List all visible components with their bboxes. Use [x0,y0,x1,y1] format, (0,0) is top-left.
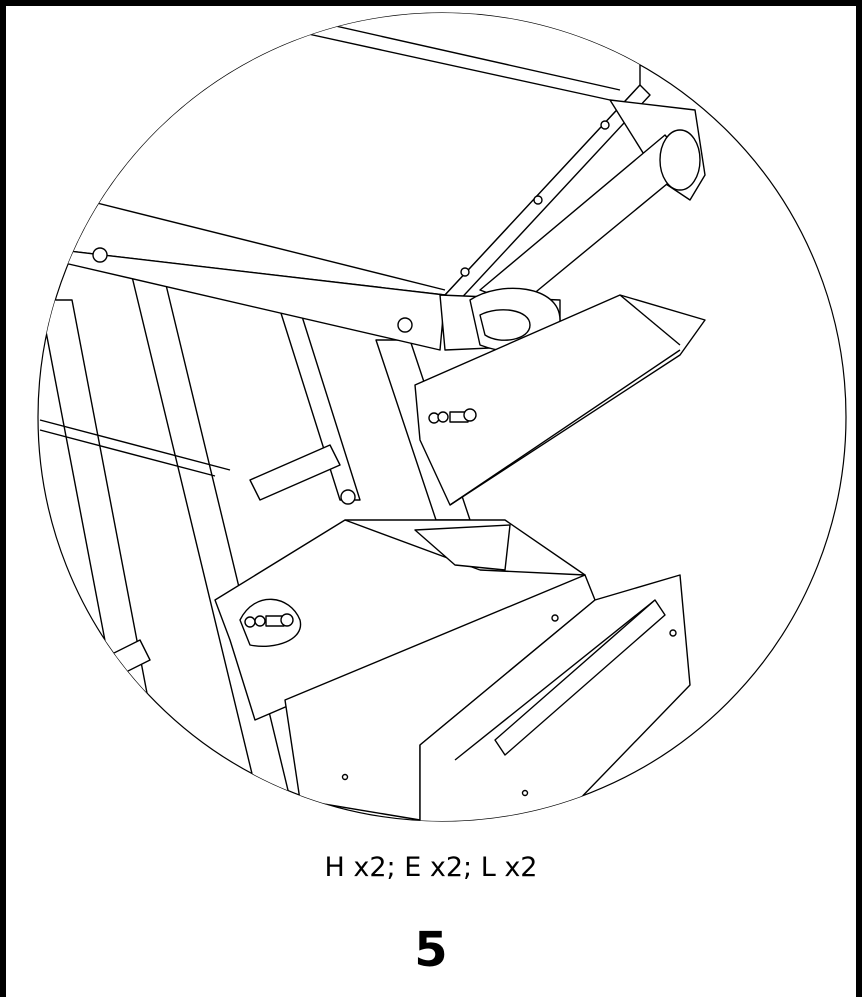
parts-list: H x2; E x2; L x2 [324,852,538,883]
detail-contents [39,13,706,821]
mid-shelf [414,294,706,506]
assembly-illustration [37,12,847,822]
fasteners [92,120,677,797]
top-deck [59,13,641,351]
lower-tray [284,574,691,821]
step-number: 5 [414,922,448,978]
